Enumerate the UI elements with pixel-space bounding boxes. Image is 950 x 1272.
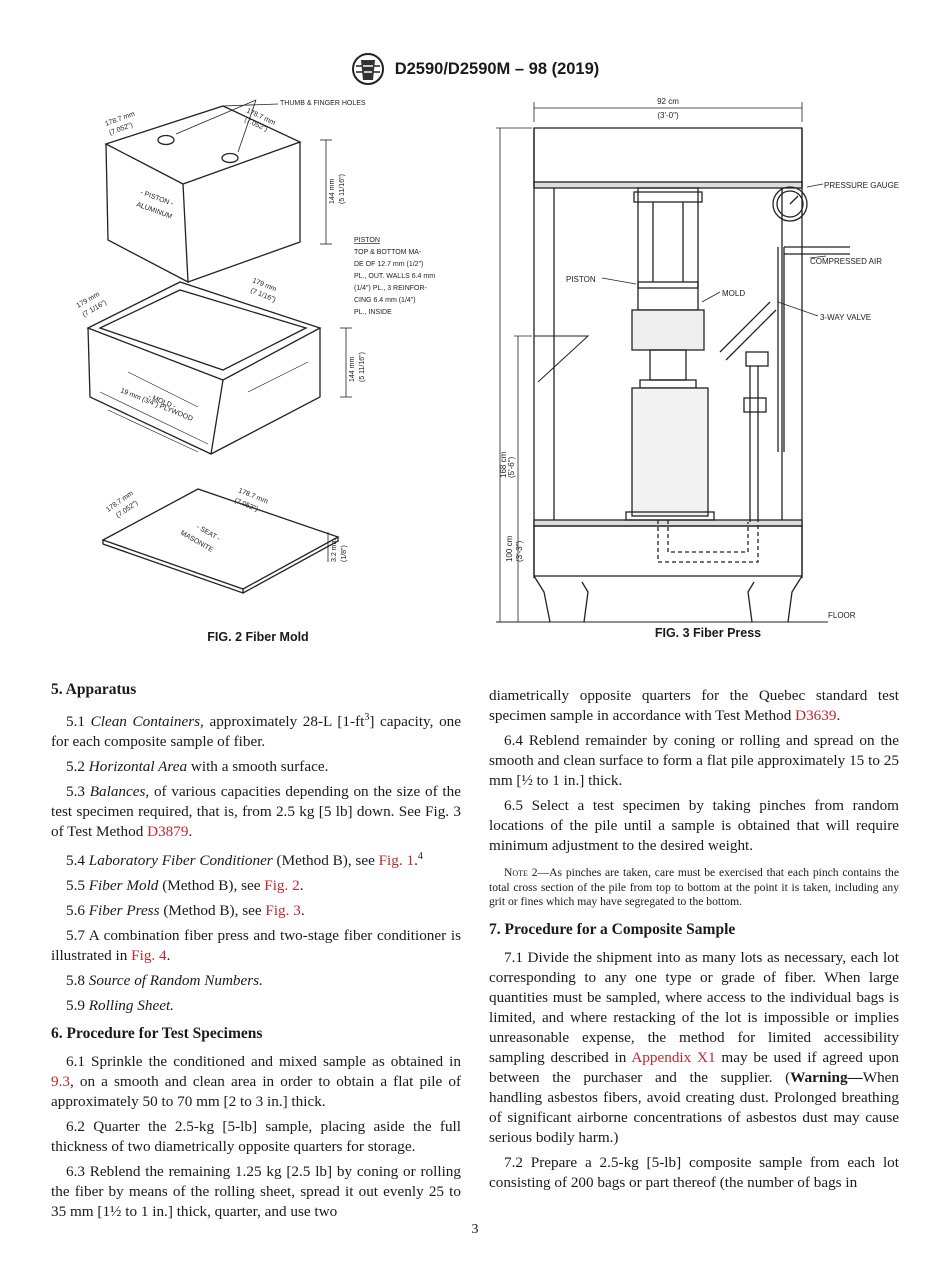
floor-label: FLOOR: [828, 611, 856, 620]
fig3-caption: FIG. 3 Fiber Press: [654, 626, 762, 640]
mold-material: 19 mm (3/4") PLYWOOD: [119, 387, 193, 422]
seat-thickness-in: (1/8"): [341, 545, 348, 562]
standard-designation: D2590/D2590M – 98 (2019): [394, 59, 600, 78]
pressure-gauge-label: PRESSURE GAUGE: [824, 181, 899, 190]
fiber-press-drawing: 92 cm (3'-0") PRESSURE GAUGE COMPRESSED …: [496, 97, 899, 623]
para-6-4: 6.4 Reblend remainder by coning or rolli…: [489, 732, 899, 789]
compressed-air-label: COMPRESSED AIR: [810, 257, 882, 266]
section-6-heading: 6. Procedure for Test Specimens: [51, 1025, 263, 1043]
link-fig-1[interactable]: Fig. 1: [378, 852, 415, 870]
valve-label: 3-WAY VALVE: [820, 313, 871, 322]
piston-spec-line: (1/4") PL., 3 REINFOR-: [354, 285, 428, 292]
thumb-holes-label: THUMB & FINGER HOLES: [280, 100, 366, 107]
mold-height: 144 mm: [349, 357, 356, 382]
para-7-1: 7.1 Divide the shipment into as many lot…: [489, 948, 899, 1146]
mold-label: MOLD: [722, 289, 745, 298]
para-5-2: 5.2 Horizontal Area with a smooth surfac…: [66, 758, 329, 776]
para-5-6: 5.6 Fiber Press (Method B), see Fig. 3.: [66, 902, 305, 920]
table-height: 100 cm: [505, 535, 514, 562]
fig2-caption: FIG. 2 Fiber Mold: [207, 630, 309, 644]
link-fig-4[interactable]: Fig. 4: [131, 947, 167, 965]
press-height: 168 cm: [499, 451, 508, 478]
para-6-3: 6.3 Reblend the remaining 1.25 kg [2.5 l…: [51, 1163, 461, 1221]
astm-logo-icon: [351, 53, 384, 85]
para-5-5: 5.5 Fiber Mold (Method B), see Fig. 2.: [66, 877, 304, 895]
table-height-in: (3'-3"): [515, 540, 524, 562]
left-column: 5. Apparatus 5.1 Clean Containers, appro…: [51, 672, 461, 1227]
section-7-heading: 7. Procedure for a Composite Sample: [489, 920, 736, 938]
link-d3639[interactable]: D3639: [795, 707, 837, 724]
link-fig-2[interactable]: Fig. 2: [264, 877, 300, 895]
para-7-2: 7.2 Prepare a 2.5-kg [5-lb] composite sa…: [489, 1153, 899, 1191]
para-5-4: 5.4 Laboratory Fiber Conditioner (Method…: [66, 851, 423, 870]
page-number: 3: [471, 1222, 479, 1237]
para-5-8: 5.8 Source of Random Numbers.: [66, 972, 263, 990]
link-9-3[interactable]: 9.3: [51, 1073, 70, 1091]
para-6-1: 6.1 Sprinkle the conditioned and mixed s…: [51, 1053, 461, 1111]
right-column: diametrically opposite quarters for the …: [489, 686, 899, 1198]
para-5-9: 5.9 Rolling Sheet.: [66, 997, 174, 1015]
para-5-1: 5.1 Clean Containers, approximately 28-L…: [51, 712, 462, 751]
para-6-2: 6.2 Quarter the 2.5-kg [5-lb] sample, pl…: [51, 1118, 461, 1156]
figure-fiber-press: 92 cm (3'-0") PRESSURE GAUGE COMPRESSED …: [488, 92, 928, 627]
piston-spec-line: CING 6.4 mm (1/4"): [354, 297, 416, 304]
seat-thickness: 3.2 mm: [331, 538, 338, 562]
para-6-5: 6.5 Select a test specimen by taking pin…: [489, 797, 899, 854]
link-d3879[interactable]: D3879: [147, 823, 189, 841]
para-5-3: 5.3 Balances, of various capacities depe…: [51, 783, 461, 841]
piston-spec-line: PL., OUT. WALLS 6.4 mm: [354, 273, 435, 280]
piston-height-in: (5 11/16"): [339, 174, 346, 204]
press-width: 92 cm: [657, 97, 679, 106]
figure-fiber-mold: THUMB & FINGER HOLES 178.7 mm (7.052") 1…: [48, 92, 488, 632]
piston-spec-line: TOP & BOTTOM MA-: [354, 249, 422, 256]
link-appendix-x1[interactable]: Appendix X1: [631, 1048, 716, 1066]
para-5-7: 5.7 A combination fiber press and two-st…: [51, 927, 461, 965]
piston-height: 144 mm: [329, 179, 336, 204]
piston-label: PISTON: [566, 275, 596, 284]
piston-spec-line: PL., INSIDE: [354, 309, 392, 316]
para-6-3-continued: diametrically opposite quarters for the …: [489, 687, 899, 724]
page-header: D2590/D2590M – 98 (2019): [0, 52, 950, 86]
section-5-heading: 5. Apparatus: [51, 681, 137, 698]
mold-height-in: (5 11/16"): [359, 352, 366, 382]
press-height-in: (5'-6"): [507, 456, 516, 478]
piston-spec-line: DE OF 12.7 mm (1/2"): [354, 261, 423, 268]
note-2: Note 2—As pinches are taken, care must b…: [489, 866, 899, 908]
press-width-in: (3'-0"): [657, 111, 679, 120]
link-fig-3[interactable]: Fig. 3: [265, 902, 301, 920]
fiber-mold-drawing: THUMB & FINGER HOLES 178.7 mm (7.052") 1…: [76, 99, 435, 594]
piston-spec-title: PISTON: [354, 237, 380, 244]
